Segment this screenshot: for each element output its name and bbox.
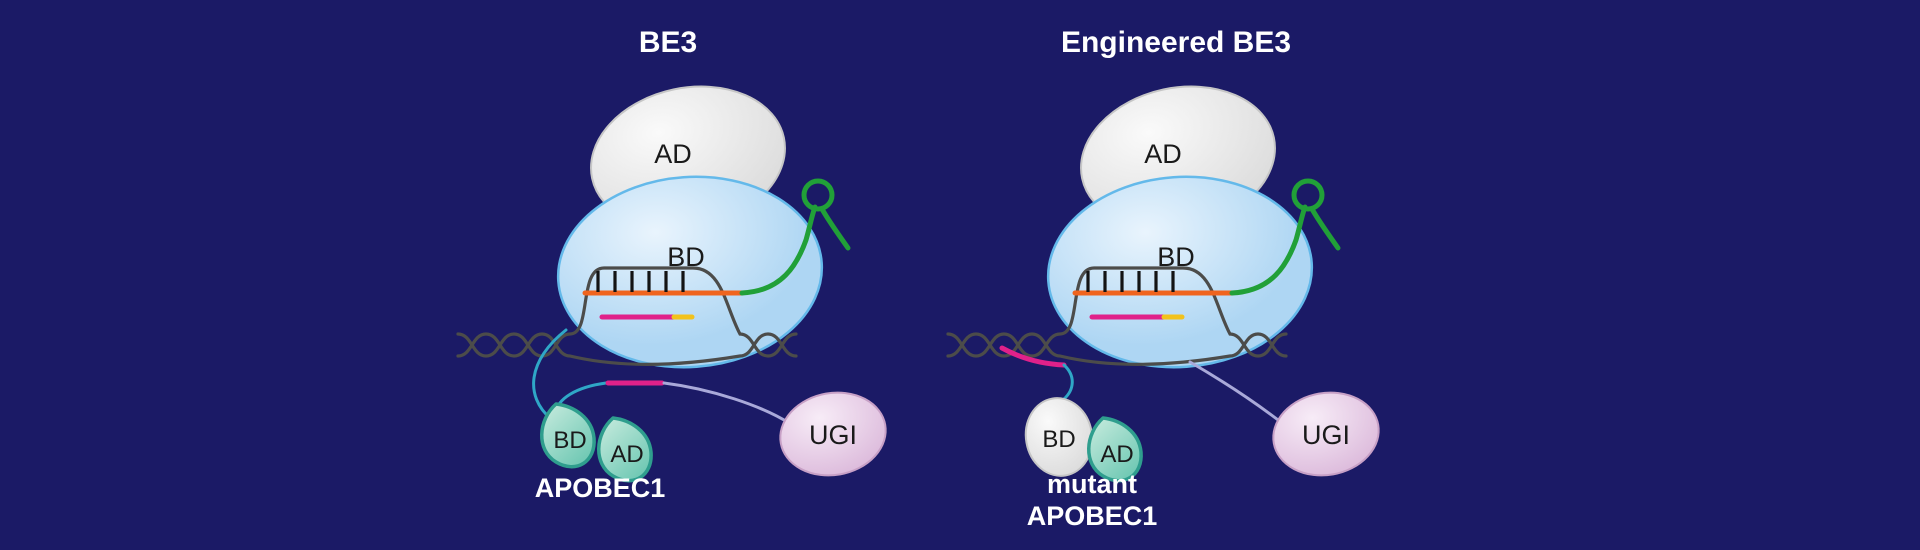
- sgrna-scaffold: [1229, 204, 1308, 296]
- linker-to-ugi: [1188, 360, 1284, 425]
- apobec-bd-label: BD: [1042, 426, 1075, 453]
- ugi-label: UGI: [809, 420, 857, 450]
- apobec-name-line-2: APOBEC1: [1027, 501, 1158, 531]
- sgrna-scaffold: [739, 204, 818, 296]
- apobec-ad-leaf: [597, 416, 653, 483]
- linker-to-ugi: [662, 381, 791, 425]
- ugi-ellipse: [779, 391, 887, 477]
- linker-cas9-to-apobec: [1062, 363, 1074, 401]
- linker-cas9-to-apobec: [532, 328, 568, 421]
- cas9-bd-domain-ellipse: [556, 175, 824, 369]
- apobec-ad-label: AD: [610, 441, 643, 468]
- sgrna-scaffold-tail: [819, 206, 851, 251]
- dna-strand-top: [456, 266, 798, 358]
- cas9-ad-label: AD: [654, 139, 692, 169]
- apobec-ad-label: AD: [1100, 441, 1133, 468]
- ugi-ellipse: [1272, 391, 1380, 477]
- sgrna-loop-icon: [801, 178, 835, 212]
- cas9-ad-label: AD: [1144, 139, 1182, 169]
- cas9-bd-domain-ellipse: [1046, 175, 1314, 369]
- sgrna-scaffold-tail: [1309, 206, 1341, 251]
- panel-title: Engineered BE3: [1061, 26, 1291, 59]
- apobec-bd-label: BD: [553, 427, 586, 454]
- dna-strand-bottom: [456, 332, 798, 366]
- sgrna-loop-icon: [1291, 178, 1325, 212]
- base-pairing-ticks: [1086, 271, 1175, 292]
- cas9-bd-label: BD: [1157, 242, 1195, 272]
- panel-engineered-be3: Engineered BE3 AD BD BD AD UGI mutant AP…: [946, 26, 1380, 531]
- apobec-name-line-1: mutant: [1047, 469, 1137, 499]
- apobec-ad-leaf: [1087, 416, 1143, 483]
- dna-strand-top: [946, 266, 1288, 358]
- panel-be3: BE3 AD BD BD AD UGI A: [456, 26, 887, 503]
- cas9-bd-label: BD: [667, 242, 705, 272]
- edited-strand-segment: [999, 345, 1067, 368]
- dna-strand-bottom: [946, 332, 1288, 366]
- apobec-name: APOBEC1: [535, 473, 666, 503]
- apobec-bd-leaf: [540, 402, 596, 469]
- panel-title: BE3: [639, 26, 697, 59]
- base-pairing-ticks: [596, 271, 685, 292]
- ugi-label: UGI: [1302, 420, 1350, 450]
